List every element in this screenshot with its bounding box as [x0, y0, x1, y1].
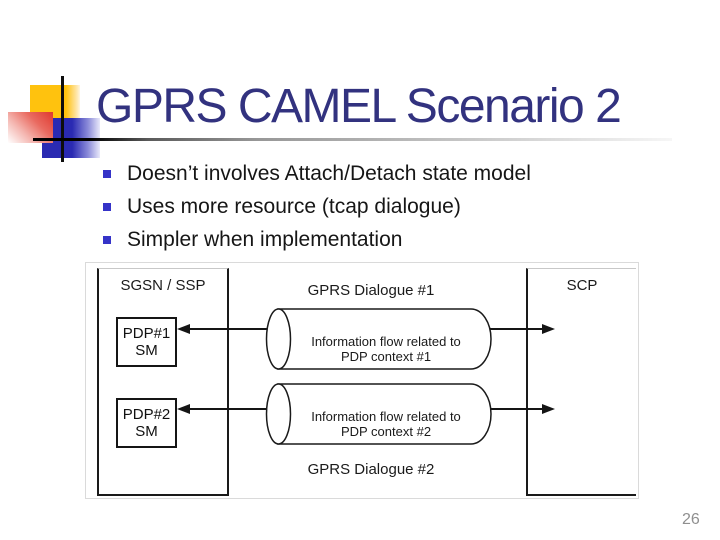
bullet-item: Doesn’t involves Attach/Detach state mod… [103, 162, 531, 186]
pdp1-sm-box: PDP#1 SM [116, 317, 177, 367]
title-separator-line [33, 138, 672, 141]
arrowhead-right-icon [542, 324, 555, 334]
bullet-square-icon [103, 170, 111, 178]
sgsn-ssp-box: SGSN / SSP [97, 268, 229, 496]
pdp2-label-line2: SM [135, 423, 158, 440]
cylinder-shape-pdp2 [265, 383, 492, 445]
bullet-square-icon [103, 203, 111, 211]
bullet-item: Uses more resource (tcap dialogue) [103, 195, 531, 219]
bullet-square-icon [103, 236, 111, 244]
arrowhead-left-icon [177, 324, 190, 334]
cylinder2-caption-line2: PDP context #2 [340, 424, 432, 439]
bullet-item: Simpler when implementation [103, 228, 531, 252]
arrowhead-right-icon [542, 404, 555, 414]
sgsn-ssp-label: SGSN / SSP [120, 277, 206, 294]
cylinder-shape-pdp1 [265, 308, 492, 370]
cylinder2-caption: Information flow related to PDP context … [286, 409, 486, 439]
slide-title: GPRS CAMEL Scenario 2 [96, 80, 622, 133]
cylinder1-caption-line2: PDP context #1 [340, 349, 432, 364]
logo-vertical-line [61, 76, 64, 162]
arrowhead-left-icon [177, 404, 190, 414]
diagram-panel: SGSN / SSP SCP Information flow related [85, 262, 639, 499]
pdp1-label-line1: PDP#1 [122, 325, 171, 342]
cylinder2-caption-line1: Information flow related to [311, 409, 461, 424]
page-number: 26 [682, 511, 700, 528]
scp-box: SCP [526, 268, 636, 496]
cylinder1-caption: Information flow related to PDP context … [286, 334, 486, 364]
pdp1-label-line2: SM [135, 342, 158, 359]
cylinder1-caption-line1: Information flow related to [311, 334, 461, 349]
bullet-text: Simpler when implementation [127, 228, 403, 251]
bullet-list: Doesn’t involves Attach/Detach state mod… [103, 162, 531, 261]
gprs-dialogue2-label: GPRS Dialogue #2 [307, 461, 435, 478]
logo-red-square-icon [8, 112, 53, 143]
bullet-text: Uses more resource (tcap dialogue) [127, 195, 461, 218]
pdp2-label-line1: PDP#2 [122, 406, 171, 423]
bullet-text: Doesn’t involves Attach/Detach state mod… [127, 162, 531, 185]
gprs-dialogue1-label: GPRS Dialogue #1 [307, 282, 435, 299]
pdp2-sm-box: PDP#2 SM [116, 398, 177, 448]
scp-label: SCP [566, 277, 598, 294]
